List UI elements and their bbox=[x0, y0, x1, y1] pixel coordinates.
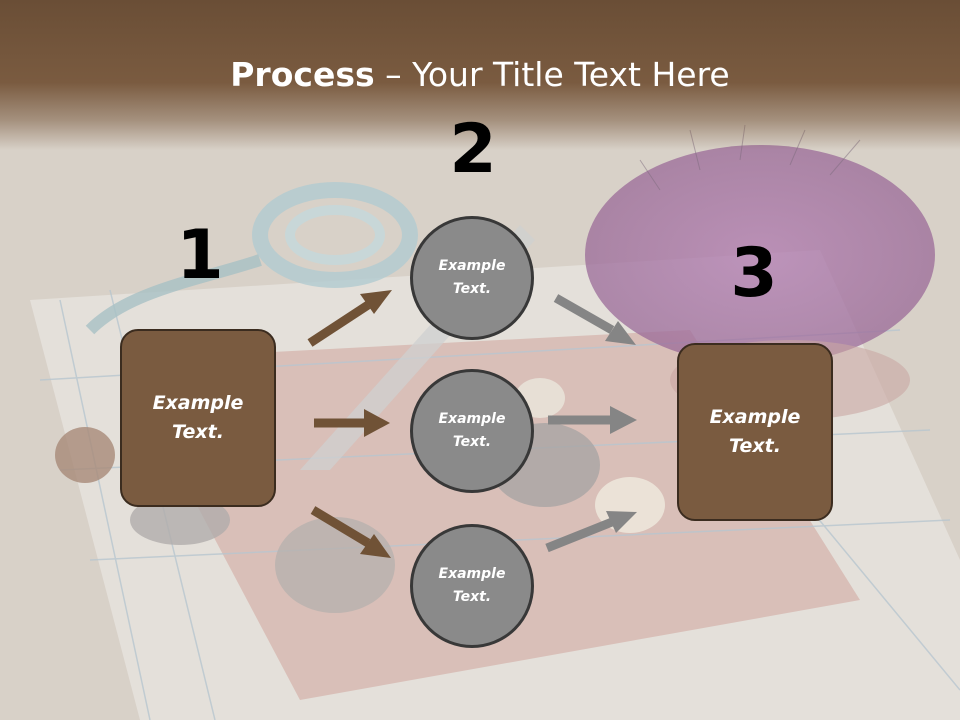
arrow-to-middle-circle bbox=[314, 409, 390, 437]
middle-circle-line1: Example bbox=[438, 411, 506, 427]
top-step-circle: Example Text. bbox=[410, 216, 534, 340]
arrow-to-top-circle bbox=[307, 290, 392, 347]
left-step-box: Example Text. bbox=[120, 329, 276, 507]
title-banner bbox=[0, 0, 960, 150]
arrow-from-top-circle bbox=[553, 294, 636, 345]
left-box-line1: Example bbox=[152, 392, 244, 414]
top-circle-line2: Text. bbox=[452, 281, 492, 297]
top-circle-line1: Example bbox=[438, 258, 506, 274]
title-rest: – Your Title Text Here bbox=[374, 55, 730, 94]
bottom-step-circle: Example Text. bbox=[410, 524, 534, 648]
bottom-circle-line1: Example bbox=[438, 566, 506, 582]
slide-title: Process – Your Title Text Here bbox=[0, 50, 960, 100]
title-bold: Process bbox=[230, 55, 375, 94]
right-box-line2: Text. bbox=[729, 435, 781, 457]
step-number-2: 2 bbox=[449, 110, 497, 189]
middle-step-circle: Example Text. bbox=[410, 369, 534, 493]
step-number-1: 1 bbox=[176, 216, 224, 295]
step-number-3: 3 bbox=[730, 234, 778, 313]
arrow-from-middle-circle bbox=[548, 406, 637, 434]
arrow-from-bottom-circle bbox=[545, 511, 637, 553]
bottom-circle-line2: Text. bbox=[452, 589, 492, 605]
right-step-box: Example Text. bbox=[677, 343, 833, 521]
arrow-to-bottom-circle bbox=[310, 506, 391, 558]
left-box-line2: Text. bbox=[172, 421, 224, 443]
middle-circle-line2: Text. bbox=[452, 434, 492, 450]
right-box-line1: Example bbox=[709, 406, 801, 428]
